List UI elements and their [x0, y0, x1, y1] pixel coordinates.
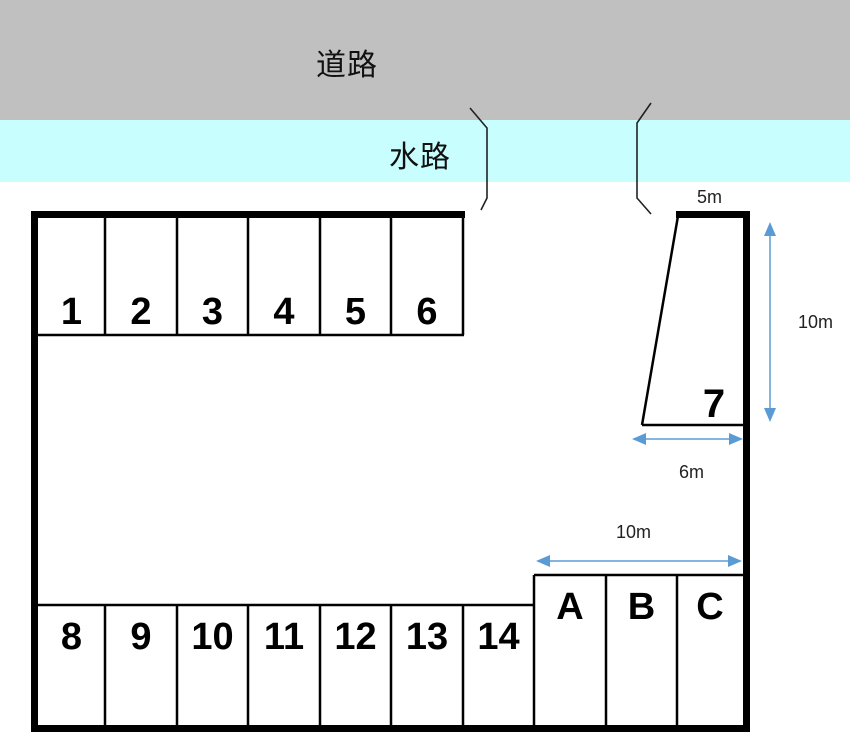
stall-2-label: 2	[130, 291, 152, 333]
entrance-bracket-left	[469, 107, 488, 211]
stall-7-outline	[640, 215, 743, 427]
dimension-arrows	[536, 222, 776, 567]
stall-3-label: 3	[201, 291, 224, 333]
stall-5-label: 5	[344, 291, 367, 333]
stall-7-label: 7	[702, 382, 726, 426]
road-area	[0, 0, 850, 120]
stall-1-label: 1	[60, 291, 83, 333]
entrance-bracket-right	[636, 102, 652, 215]
stall-13-label: 13	[405, 616, 449, 658]
road-label: 道路	[316, 48, 378, 83]
stall-b-label: B	[627, 586, 656, 628]
lot-outline	[31, 211, 750, 732]
stall-4-label: 4	[273, 291, 295, 333]
stall-10-label: 10	[191, 616, 234, 658]
abc-stalls	[532, 573, 743, 725]
stall-6-label: 6	[416, 291, 438, 333]
stall-8-label: 8	[60, 616, 83, 658]
stall-9-label: 9	[130, 616, 152, 658]
top-row-stalls	[38, 214, 465, 337]
dim-stall7-top-width: 5m	[697, 187, 723, 207]
dim-stall7-bottom-width: 6m	[679, 462, 705, 482]
dim-stall7-height: 10m	[798, 312, 834, 332]
waterway-label: 水路	[389, 140, 451, 175]
waterway-area	[0, 120, 850, 182]
stall-a-label: A	[556, 586, 584, 628]
stall-11-label: 11	[263, 616, 305, 658]
bottom-row-stalls	[38, 603, 534, 725]
stall-c-label: C	[696, 586, 724, 628]
stall-12-label: 12	[334, 616, 377, 658]
stall-14-label: 14	[477, 616, 520, 658]
dim-abc-width: 10m	[616, 522, 652, 542]
